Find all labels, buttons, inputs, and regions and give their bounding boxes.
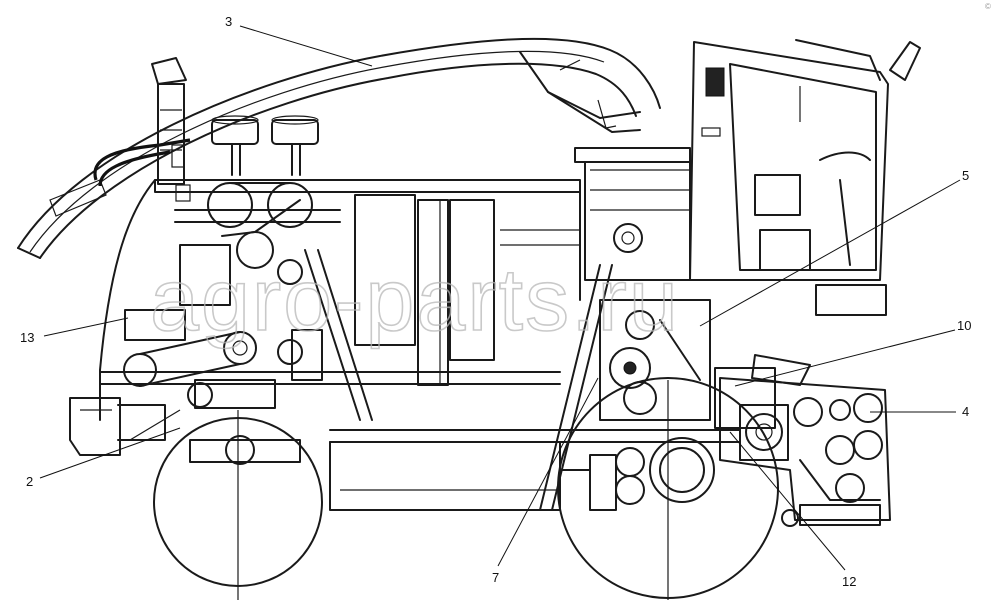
- callout-10: 10: [957, 318, 971, 333]
- callout-4: 4: [962, 404, 969, 419]
- front-attachment: [69, 397, 181, 456]
- corner-mark: ©: [985, 2, 991, 11]
- engine-belt-drive: [123, 182, 373, 421]
- callout-3: 3: [225, 14, 232, 29]
- callout-13: 13: [20, 330, 34, 345]
- leader-2: [39, 427, 181, 479]
- air-filters: [211, 115, 319, 176]
- leader-10: [734, 329, 956, 387]
- operator-cab: [574, 39, 921, 316]
- leader-13: [43, 317, 129, 337]
- leader-5: [699, 179, 961, 327]
- main-frame: [99, 179, 741, 511]
- chopper-feeder-unit: [589, 299, 789, 511]
- header-attachment: [719, 354, 891, 527]
- callout-2: 2: [26, 474, 33, 489]
- exhaust-stack: [151, 57, 187, 185]
- wheels: [153, 377, 779, 600]
- callout-12: 12: [842, 574, 856, 589]
- callout-5: 5: [962, 168, 969, 183]
- leader-3: [239, 25, 373, 67]
- leader-lines: [39, 25, 961, 571]
- leader-7: [497, 377, 599, 567]
- watermark-text: agro-parts.ru: [150, 250, 680, 349]
- leader-12: [729, 431, 846, 571]
- discharge-spout: [17, 37, 661, 259]
- callout-labels: 3 5 10 4 13 2 7 12: [20, 14, 971, 589]
- callout-7: 7: [492, 570, 499, 585]
